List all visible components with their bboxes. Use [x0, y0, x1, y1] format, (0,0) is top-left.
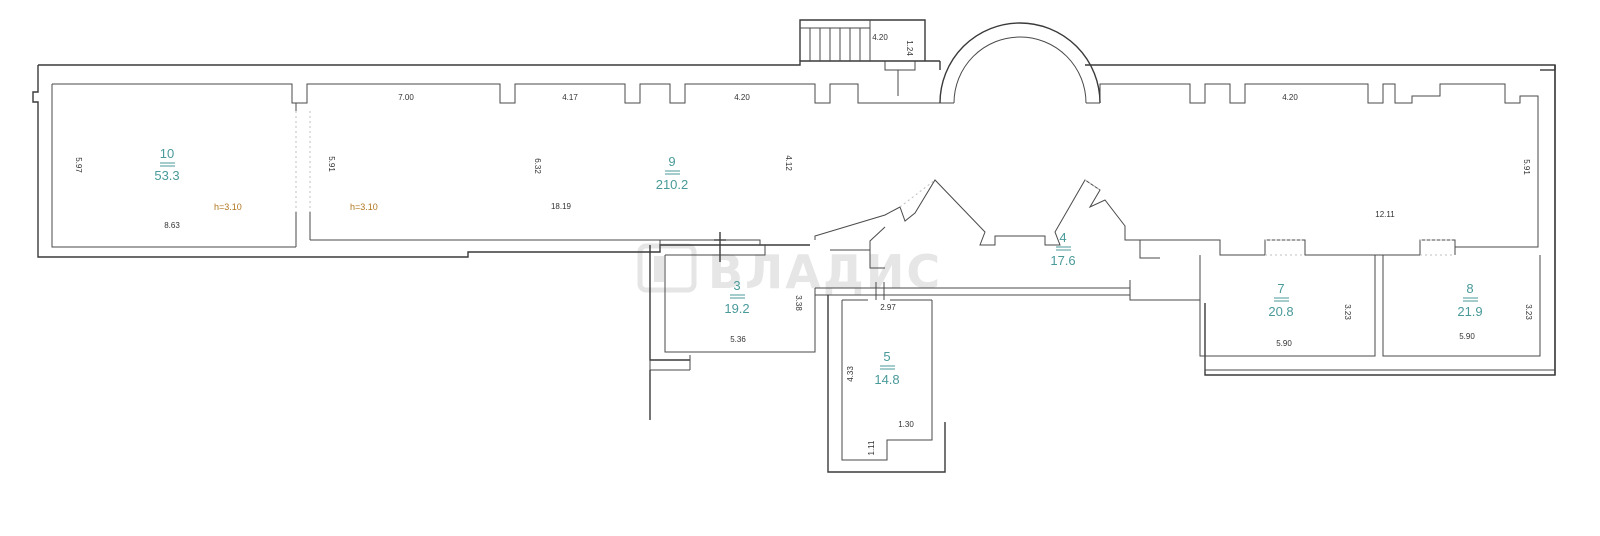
dimension-labels: 5.97 8.63 5.91 7.00 6.32 4.17 18.19 4.20… — [74, 33, 1533, 455]
room-number: 4 — [1059, 230, 1066, 245]
room-area: 53.3 — [154, 168, 179, 183]
dimension-label: 5.97 — [74, 157, 83, 173]
watermark-logo — [637, 243, 697, 293]
room-7: 7 20.8 — [1268, 281, 1293, 319]
room-area: 19.2 — [724, 301, 749, 316]
dimension-label: 3.23 — [1343, 304, 1352, 320]
dimension-label: 5.36 — [730, 335, 746, 344]
room-area: 14.8 — [874, 372, 899, 387]
room-area: 20.8 — [1268, 304, 1293, 319]
room-8: 8 21.9 — [1457, 281, 1482, 319]
dimension-label: 4.20 — [872, 33, 888, 42]
ceiling-height-room-9: h=3.10 — [350, 202, 378, 212]
room-4: 4 17.6 — [1050, 230, 1075, 268]
watermark-text: ВЛАДИС — [708, 245, 942, 299]
room-number: 5 — [883, 349, 890, 364]
ceiling-height-room-10: h=3.10 — [214, 202, 242, 212]
dimension-label: 3.23 — [1524, 304, 1533, 320]
room-area: 210.2 — [656, 177, 689, 192]
dimension-label: 4.20 — [734, 93, 750, 102]
room-number: 9 — [668, 154, 675, 169]
dimension-label: 18.19 — [551, 202, 572, 211]
dimension-label: 4.17 — [562, 93, 578, 102]
dimension-label: 7.00 — [398, 93, 414, 102]
room-10: 10 53.3 — [154, 146, 179, 183]
interior-walls — [295, 19, 1555, 473]
dimension-label: 4.20 — [1282, 93, 1298, 102]
dimension-label: 1.30 — [898, 420, 914, 429]
room-area: 17.6 — [1050, 253, 1075, 268]
dimension-label: 1.24 — [905, 40, 914, 56]
dimension-label: 12.11 — [1375, 210, 1395, 219]
room-number: 8 — [1466, 281, 1473, 296]
dimension-label: 6.32 — [533, 158, 542, 174]
dimension-label: 3.38 — [794, 295, 803, 311]
room-5: 5 14.8 — [874, 349, 899, 387]
room-number: 3 — [733, 278, 740, 293]
dimension-label: 4.12 — [784, 155, 793, 171]
room-3: 3 19.2 — [724, 278, 749, 316]
room-9: 9 210.2 — [656, 154, 689, 192]
dimension-label: 5.91 — [327, 156, 336, 172]
dimension-label: 4.33 — [846, 366, 855, 382]
outer-walls — [32, 60, 1556, 376]
dimension-label: 5.91 — [1522, 159, 1531, 175]
dimension-label: 8.63 — [164, 221, 180, 230]
dimension-label: 1.11 — [867, 440, 876, 456]
room-area: 21.9 — [1457, 304, 1482, 319]
dimension-label: 5.90 — [1276, 339, 1292, 348]
room-number: 10 — [160, 146, 174, 161]
dimension-label: 5.90 — [1459, 332, 1475, 341]
dimension-label: 2.97 — [880, 303, 896, 312]
room-number: 7 — [1277, 281, 1284, 296]
